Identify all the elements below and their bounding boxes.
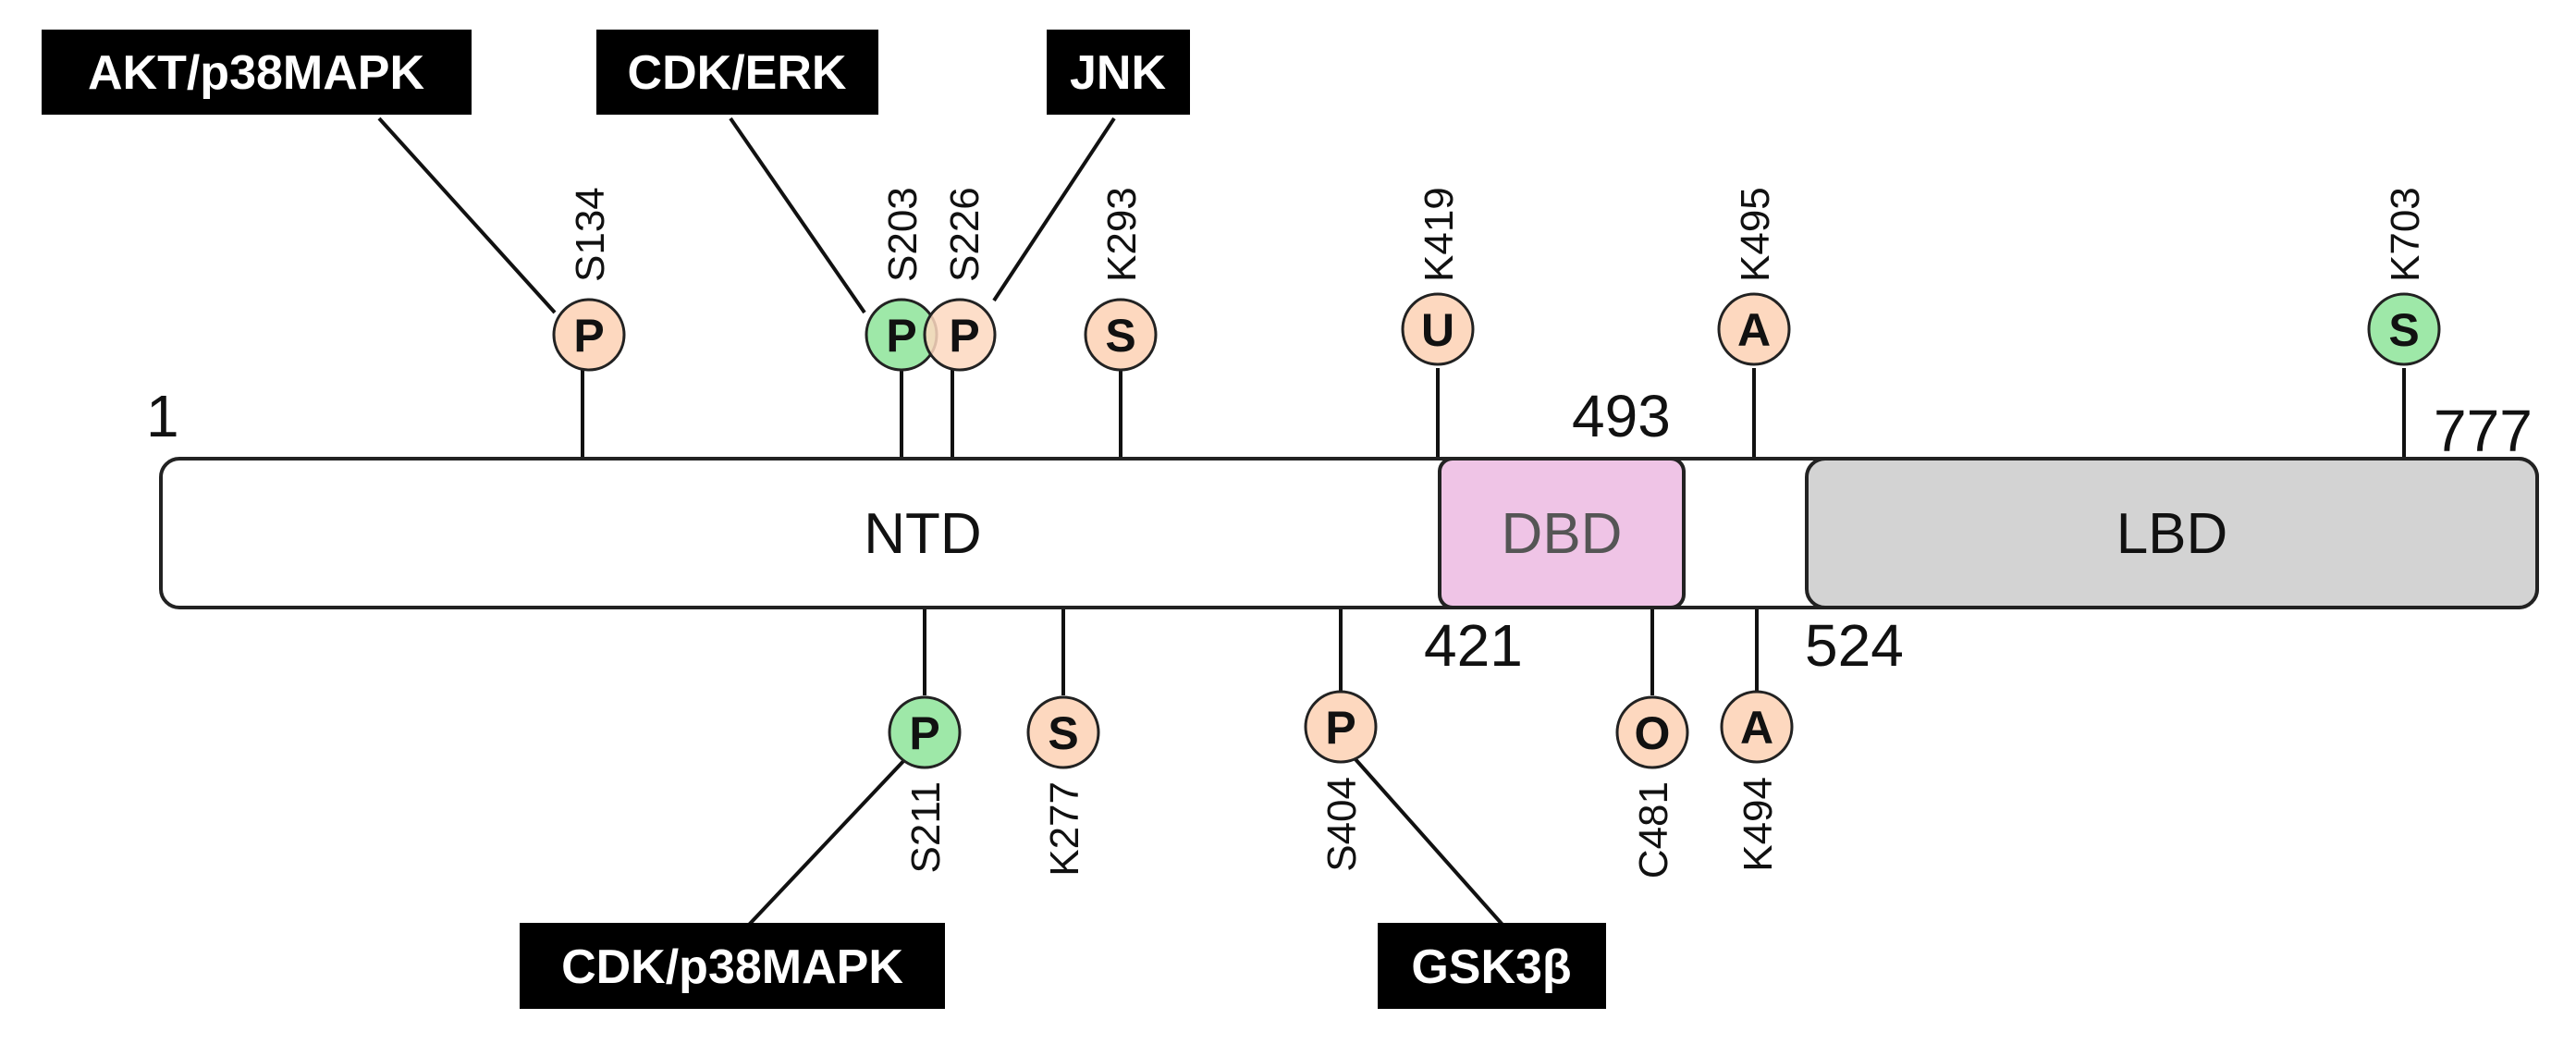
site-k293-residue: K293 — [1099, 187, 1145, 282]
kinase-cdk-p38-label: CDK/p38MAPK — [561, 940, 903, 994]
dbd-domain — [1438, 457, 1686, 609]
kinase-gsk-label: GSK3β — [1411, 940, 1571, 994]
site-s211-residue: S211 — [903, 781, 949, 874]
site-k419: U K419 — [1401, 187, 1475, 366]
site-c481-mark: O — [1635, 707, 1671, 759]
kinase-akt-label: AKT/p38MAPK — [88, 46, 424, 100]
lbd-domain — [1805, 457, 2539, 609]
site-k495-mark: A — [1737, 304, 1771, 356]
site-s404-mark: P — [1325, 702, 1355, 754]
kinase-jnk-label: JNK — [1070, 46, 1166, 100]
kinase-akt-p38mapk: AKT/p38MAPK — [42, 30, 472, 115]
site-k277: S K277 — [1026, 695, 1100, 877]
site-k494-residue: K494 — [1736, 777, 1781, 872]
site-k703-residue: K703 — [2383, 187, 2428, 282]
site-s134: P S134 — [552, 187, 626, 372]
site-k293-mark: S — [1105, 310, 1135, 362]
kinase-gsk-box — [1378, 923, 1606, 1009]
site-s404-residue: S404 — [1319, 777, 1365, 872]
kinase-cdk-p38-box — [520, 923, 945, 1009]
kinase-cdk-p38mapk: CDK/p38MAPK — [520, 923, 945, 1009]
kinase-jnk-box — [1047, 30, 1190, 115]
site-k277-residue: K277 — [1042, 781, 1087, 877]
site-c481-residue: C481 — [1631, 781, 1676, 878]
site-s226-circle — [923, 298, 997, 372]
kinase-gsk3b: GSK3β — [1378, 923, 1606, 1009]
site-s134-residue: S134 — [568, 187, 613, 282]
position-1: 1 — [146, 383, 179, 449]
site-k703: S K703 — [2367, 187, 2441, 366]
site-k293-circle — [1084, 298, 1158, 372]
site-s134-mark: P — [573, 310, 604, 362]
site-k495-circle — [1717, 292, 1791, 366]
akt-connector — [377, 117, 557, 314]
site-k277-circle — [1026, 695, 1100, 769]
position-524: 524 — [1805, 612, 1904, 679]
gsk-connector — [1353, 756, 1504, 927]
kinase-cdk-erk: CDK/ERK — [596, 30, 878, 115]
site-s226-residue: S226 — [942, 187, 987, 282]
position-493: 493 — [1572, 383, 1671, 449]
kinase-akt-box — [42, 30, 472, 115]
cdk-erk-connector — [729, 117, 866, 314]
site-c481: O C481 — [1615, 695, 1689, 878]
site-k495: A K495 — [1717, 187, 1791, 366]
site-k293: S K293 — [1084, 187, 1158, 372]
site-k494: A K494 — [1720, 690, 1794, 872]
cdk-p38-connector — [747, 756, 908, 927]
site-s211-circle — [888, 695, 962, 769]
site-s203: P S203 — [865, 187, 938, 372]
site-s203-residue: S203 — [880, 187, 926, 282]
site-k703-circle — [2367, 292, 2441, 366]
site-k495-residue: K495 — [1733, 187, 1778, 282]
site-s203-mark: P — [886, 310, 916, 362]
kinase-jnk: JNK — [1047, 30, 1190, 115]
site-s226: P S226 — [923, 187, 997, 372]
dbd-label: DBD — [1502, 502, 1623, 566]
kinase-cdk-erk-box — [596, 30, 878, 115]
site-k494-circle — [1720, 690, 1794, 764]
position-421: 421 — [1424, 612, 1523, 679]
kinase-cdk-erk-label: CDK/ERK — [628, 46, 847, 100]
site-k419-mark: U — [1421, 304, 1454, 356]
site-s211: P S211 — [888, 695, 962, 874]
site-s226-mark: P — [949, 310, 979, 362]
site-s134-circle — [552, 298, 626, 372]
ntd-label: NTD — [864, 502, 981, 566]
site-s404: P S404 — [1304, 690, 1378, 872]
site-k277-mark: S — [1048, 707, 1078, 759]
site-k419-residue: K419 — [1417, 187, 1462, 282]
site-c481-circle — [1615, 695, 1689, 769]
site-k419-circle — [1401, 292, 1475, 366]
site-s211-mark: P — [909, 707, 939, 759]
position-777: 777 — [2434, 398, 2533, 464]
lbd-label: LBD — [2116, 502, 2228, 566]
jnk-connector — [992, 117, 1116, 302]
site-s404-circle — [1304, 690, 1378, 764]
site-k494-mark: A — [1740, 702, 1773, 754]
site-k703-mark: S — [2388, 304, 2419, 356]
